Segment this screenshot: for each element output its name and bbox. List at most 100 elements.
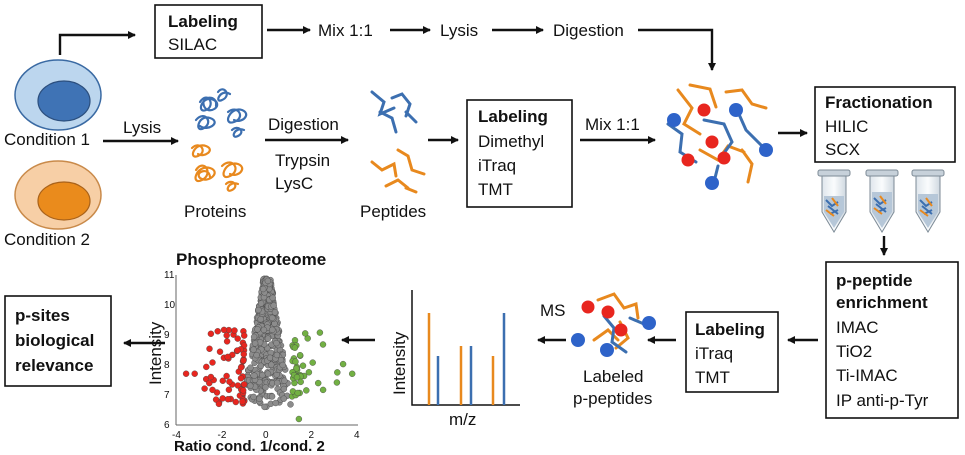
scatter-point-gray	[281, 377, 288, 384]
scatter-point-green	[315, 379, 322, 387]
mid-digestion-label: Digestion	[268, 115, 339, 134]
enrich-item-ti-imac: Ti-IMAC	[836, 366, 898, 385]
scatter-point-gray	[251, 340, 259, 347]
enrich-item-ip-anti-ptyr: IP anti-p-Tyr	[836, 391, 929, 410]
labeled-ppeptides-icon	[571, 292, 656, 357]
scatter-point-red	[240, 351, 248, 358]
scatter-y-tick: 11	[164, 270, 175, 281]
isobaric-labeling-box	[685, 311, 779, 393]
scatter-point-green	[291, 344, 299, 351]
scatter-point-gray	[257, 362, 265, 369]
arrow-cond1-to-silac	[58, 31, 136, 55]
ms-spectrum	[411, 290, 520, 406]
scatter-point-gray	[266, 354, 274, 361]
scatter-point-red	[206, 379, 213, 387]
scatter-point-gray	[257, 316, 264, 323]
frac-box-title: Fractionation	[825, 93, 933, 112]
scatter-point-gray	[261, 403, 268, 411]
scatter-point-green	[319, 386, 327, 394]
chem-item-itraq: iTraq	[478, 156, 516, 175]
scatter-point-gray	[257, 300, 265, 307]
scatter-point-red	[207, 373, 215, 381]
peptides-label: Peptides	[360, 202, 426, 221]
scatter-point-red	[237, 364, 245, 371]
scatter-point-red	[225, 386, 233, 393]
chart-ylabel: Intensity	[146, 321, 165, 385]
scatter-point-green	[319, 341, 327, 348]
mid-lysis-label: Lysis	[123, 118, 161, 137]
scatter-x-tick: -4	[172, 430, 181, 441]
chem-box-title: Labeling	[478, 107, 548, 126]
scatter-point-red	[223, 372, 230, 380]
scatter-point-green	[305, 369, 313, 376]
scatter-point-green	[309, 359, 316, 366]
scatter-point-red	[224, 353, 231, 361]
scatter-point-green	[294, 389, 301, 397]
scatter-point-green	[292, 358, 299, 365]
scatter-point-green	[295, 415, 303, 423]
scatter-point-red	[209, 386, 216, 394]
arrow-digestion-down	[638, 28, 716, 71]
scatter-point-red	[237, 375, 245, 382]
scatter-point-red	[239, 398, 246, 405]
enrich-box-title-2: enrichment	[836, 293, 928, 312]
phospho-scatter-plot	[175, 275, 358, 426]
trypsin-label: Trypsin	[275, 151, 330, 170]
enrichment-box	[825, 261, 959, 419]
scatter-point-gray	[253, 351, 260, 359]
scatter-point-gray	[274, 379, 281, 387]
ms-label: MS	[540, 301, 566, 320]
scatter-point-green	[299, 362, 307, 369]
scatter-point-gray	[269, 326, 276, 333]
ms-ylabel: Intensity	[390, 331, 409, 395]
scatter-point-red	[219, 395, 226, 402]
fraction-tubes-icon	[817, 169, 945, 233]
psites-line-1: p-sites	[15, 306, 70, 325]
chem-item-tmt: TMT	[478, 180, 513, 199]
scatter-point-red	[206, 345, 213, 352]
condition-1-cell-icon	[14, 59, 102, 131]
scatter-point-red	[182, 370, 190, 377]
scatter-point-gray	[264, 370, 272, 377]
scatter-point-gray	[259, 371, 266, 379]
scatter-point-red	[209, 359, 216, 366]
scatter-point-red	[224, 396, 232, 403]
scatter-point-gray	[273, 351, 281, 359]
scatter-point-green	[297, 378, 304, 386]
scatter-point-red	[234, 382, 242, 389]
scatter-y-tick: 10	[164, 300, 176, 311]
scatter-y-tick: 8	[164, 360, 170, 371]
scatter-point-green	[339, 360, 347, 368]
scatter-x-tick: 2	[309, 430, 315, 441]
scatter-point-gray	[269, 294, 276, 301]
chem-item-dimethyl: Dimethyl	[478, 132, 544, 151]
scatter-point-gray	[280, 395, 287, 402]
scatter-point-red	[231, 327, 238, 334]
ms-xlabel: m/z	[449, 410, 476, 429]
scatter-point-gray	[255, 306, 262, 314]
label2-box-title: Labeling	[695, 320, 765, 339]
scatter-y-tick: 6	[164, 420, 170, 431]
label2-item-itraq: iTraq	[695, 344, 733, 363]
labeled-label-2: p-peptides	[573, 389, 652, 408]
frac-item-hilic: HILIC	[825, 117, 868, 136]
enrich-item-imac: IMAC	[836, 318, 879, 337]
scatter-point-gray	[272, 399, 279, 407]
condition-2-label: Condition 2	[4, 230, 90, 249]
scatter-point-green	[304, 335, 311, 342]
psites-line-2: biological	[15, 331, 94, 350]
scatter-point-red	[240, 332, 248, 339]
scatter-point-red	[220, 326, 228, 334]
scatter-point-green	[293, 374, 301, 381]
labeled-label-1: Labeled	[583, 367, 644, 386]
scatter-point-red	[216, 348, 224, 355]
scatter-point-red	[239, 387, 247, 394]
scatter-point-gray	[251, 372, 258, 379]
scatter-point-red	[207, 330, 215, 337]
scatter-point-red	[203, 363, 210, 371]
scatter-point-gray	[262, 384, 269, 391]
scatter-point-red	[223, 332, 230, 339]
scatter-point-gray	[273, 339, 280, 347]
